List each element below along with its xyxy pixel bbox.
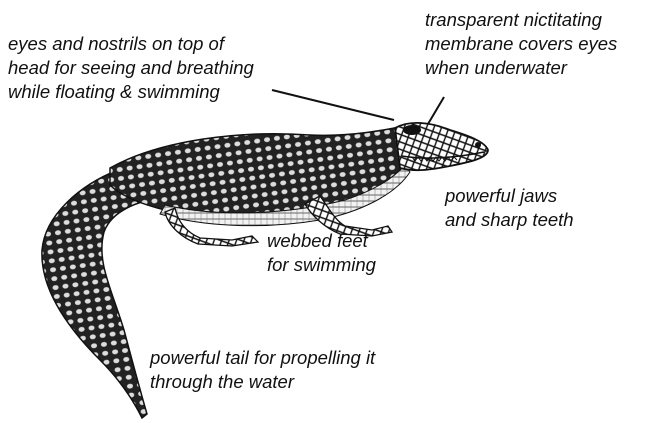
tail-label-line-1: powerful tail for propelling it bbox=[150, 346, 375, 370]
membrane-pointer-line bbox=[428, 97, 444, 124]
eyes-pointer-line bbox=[272, 90, 394, 120]
jaws-label-line-2: and sharp teeth bbox=[445, 208, 574, 232]
membrane-label-line-1: transparent nictitating bbox=[425, 8, 617, 32]
alligator-eye bbox=[403, 125, 421, 135]
eyes-nostrils-label: eyes and nostrils on top of head for see… bbox=[8, 32, 254, 104]
nictitating-membrane-label: transparent nictitating membrane covers … bbox=[425, 8, 617, 80]
tail-label: powerful tail for propelling it through … bbox=[150, 346, 375, 394]
alligator-body bbox=[110, 125, 420, 218]
membrane-label-line-2: membrane covers eyes bbox=[425, 32, 617, 56]
feet-label-line-1: webbed feet bbox=[267, 229, 376, 253]
tail-label-line-2: through the water bbox=[150, 370, 375, 394]
feet-label-line-2: for swimming bbox=[267, 253, 376, 277]
webbed-feet-label: webbed feet for swimming bbox=[267, 229, 376, 277]
jaws-label: powerful jaws and sharp teeth bbox=[445, 184, 574, 232]
eyes-nostrils-label-line-1: eyes and nostrils on top of bbox=[8, 32, 254, 56]
eyes-nostrils-label-line-3: while floating & swimming bbox=[8, 80, 254, 104]
membrane-label-line-3: when underwater bbox=[425, 56, 617, 80]
alligator-nostril bbox=[475, 142, 481, 148]
jaws-label-line-1: powerful jaws bbox=[445, 184, 574, 208]
eyes-nostrils-label-line-2: head for seeing and breathing bbox=[8, 56, 254, 80]
